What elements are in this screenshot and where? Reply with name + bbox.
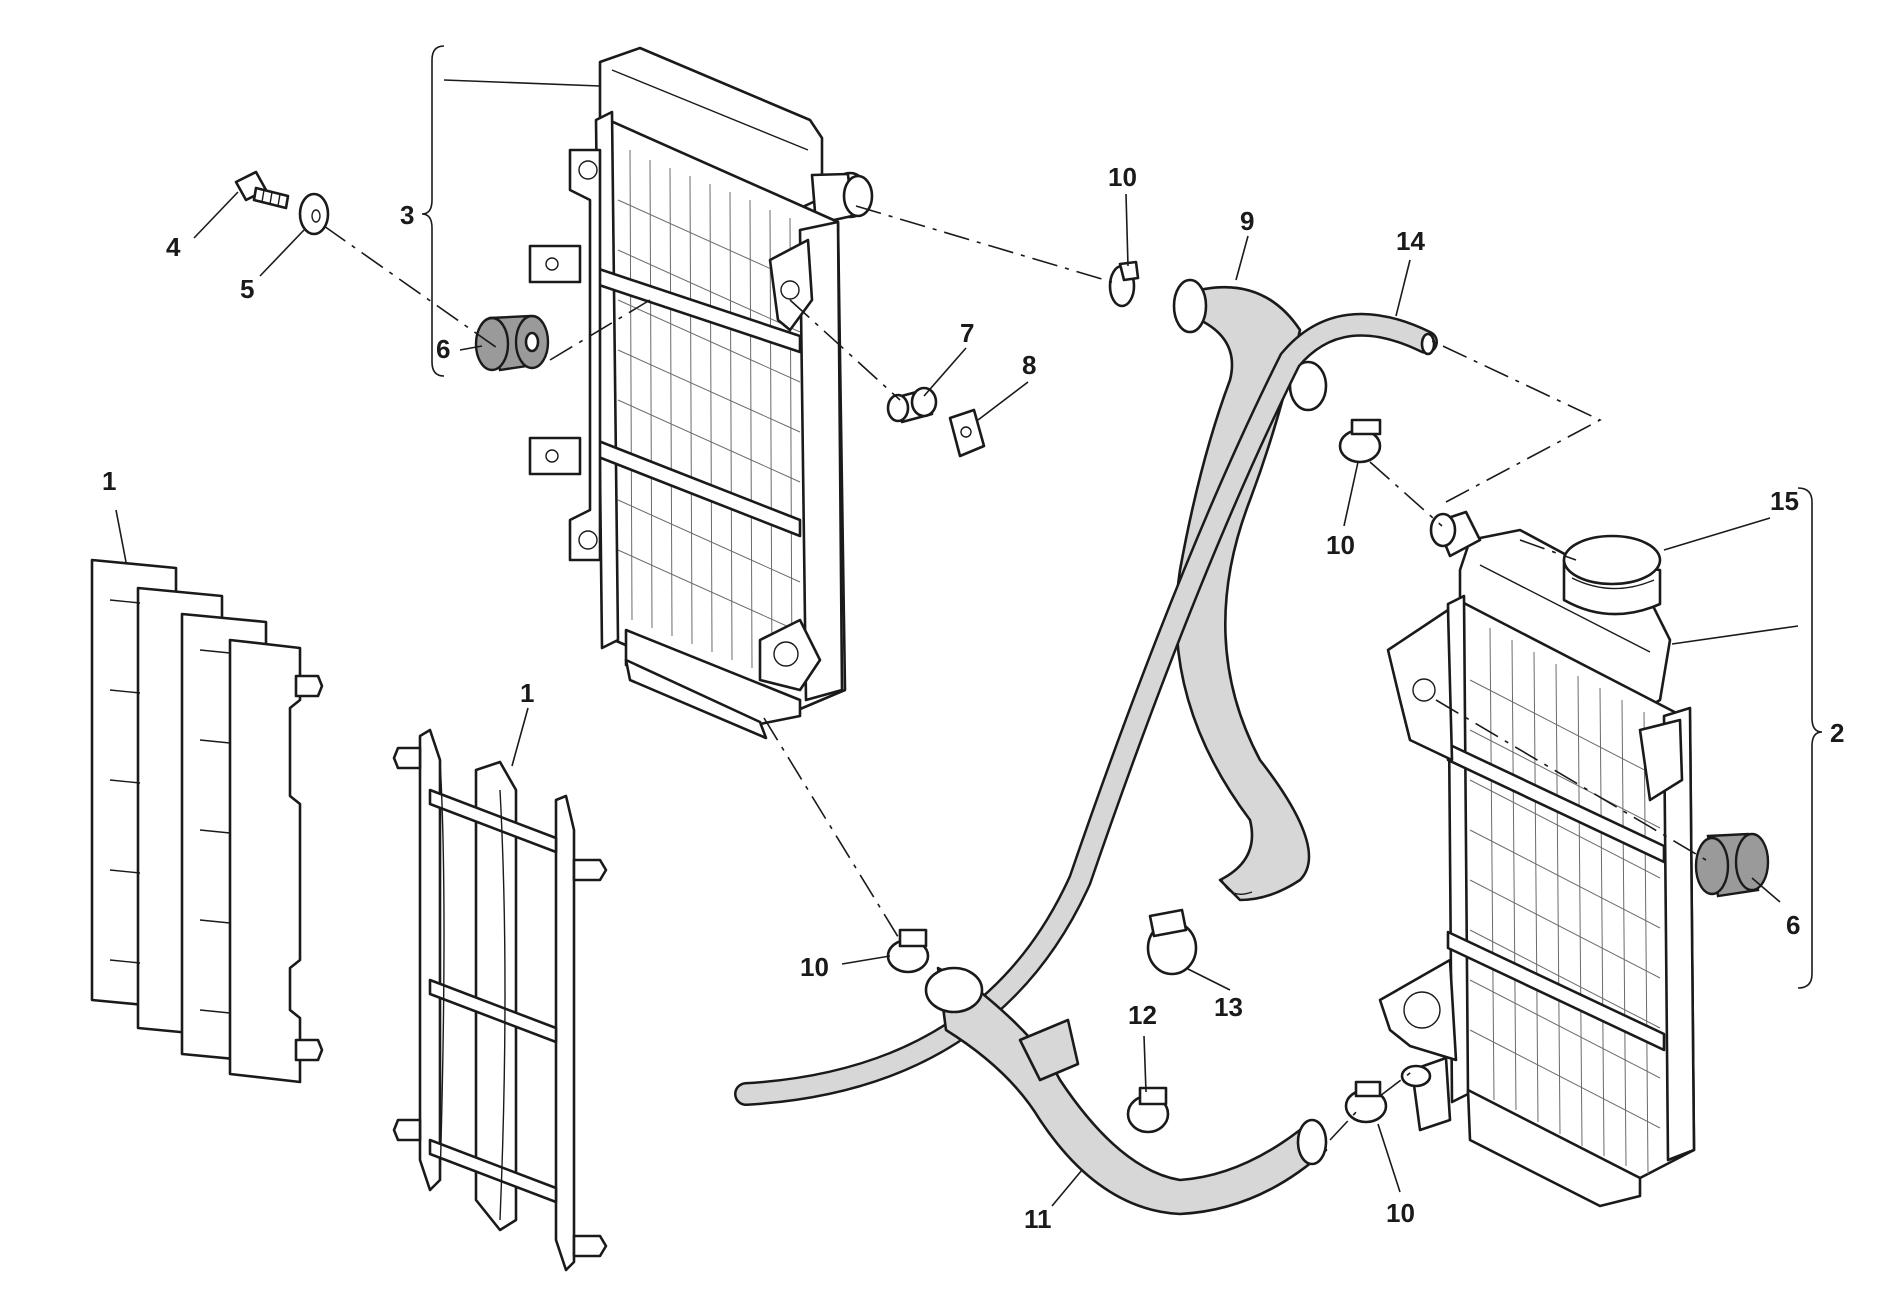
callout-6-right: 6 (1786, 910, 1800, 940)
callout-8: 8 (1022, 350, 1036, 380)
callout-12: 12 (1128, 1000, 1157, 1030)
callout-13: 13 (1214, 992, 1243, 1022)
hose-clamp-icon (886, 928, 930, 974)
right-radiator-icon (1378, 510, 1696, 1208)
callout-9: 9 (1240, 206, 1254, 236)
left-radiator-icon (528, 46, 874, 740)
hose-clamp-icon (1146, 908, 1198, 976)
hose-clamp-icon (1338, 418, 1382, 464)
callout-1-open-grille: 1 (520, 678, 534, 708)
rubber-grommet-icon (1694, 832, 1770, 898)
breather-pipe-icon (734, 312, 1438, 1106)
callout-10-bottom: 10 (1386, 1198, 1415, 1228)
assembly-brace-left (421, 45, 445, 377)
clip-nut-icon (948, 408, 986, 458)
callout-15: 15 (1770, 486, 1799, 516)
callout-10-right-upper: 10 (1326, 530, 1355, 560)
hose-clamp-icon (1126, 1086, 1170, 1134)
callout-10-left-lower: 10 (800, 952, 829, 982)
screw-icon (234, 170, 290, 210)
rubber-grommet-icon (474, 314, 550, 372)
hose-clamp-icon (1344, 1080, 1388, 1124)
callout-14: 14 (1396, 226, 1425, 256)
callout-7: 7 (960, 318, 974, 348)
radiator-guard-grille-icon (90, 558, 608, 1272)
upper-hose-icon (1172, 278, 1328, 902)
lower-hose-icon (924, 966, 1328, 1216)
callout-2: 2 (1830, 718, 1844, 748)
callout-4: 4 (166, 232, 181, 262)
callout-10-top: 10 (1108, 162, 1137, 192)
callout-5: 5 (240, 274, 254, 304)
radiator-cap-icon (1562, 534, 1662, 616)
callout-3: 3 (400, 200, 414, 230)
hose-clamp-icon (1108, 260, 1140, 308)
assembly-brace-right (1797, 487, 1823, 989)
callout-11: 11 (1024, 1204, 1052, 1234)
washer-icon (298, 192, 330, 236)
spacer-bushing-icon (886, 386, 938, 424)
callout-6-left: 6 (436, 334, 450, 364)
callout-1-solid-guard: 1 (102, 466, 116, 496)
